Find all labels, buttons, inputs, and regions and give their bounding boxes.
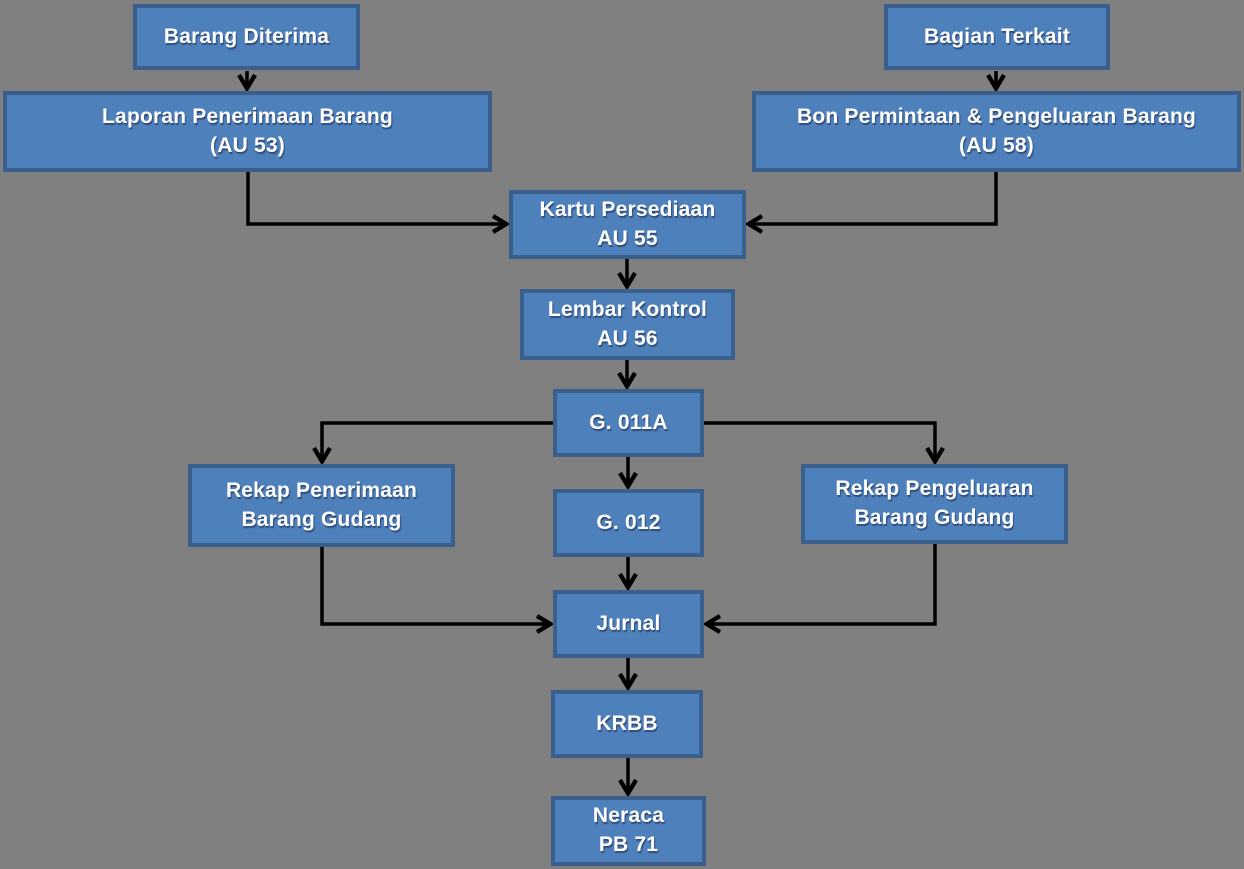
node-bon-permintaan: Bon Permintaan & Pengeluaran Barang (AU … — [752, 91, 1241, 172]
node-barang-diterima-label: Barang Diterima — [163, 24, 330, 48]
edge-rekap-penerimaan-to-jurnal — [320, 547, 549, 624]
node-laporan-penerimaan-label: Laporan Penerimaan Barang — [102, 104, 393, 128]
node-kartu-persediaan-label: Kartu Persediaan — [539, 197, 716, 221]
node-jurnal: Jurnal — [553, 590, 704, 658]
node-bon-permintaan-sublabel: (AU 58) — [959, 133, 1034, 157]
node-bagian-terkait: Bagian Terkait — [884, 4, 1110, 70]
edge-g011a-to-rekap-pengeluaran — [704, 421, 935, 460]
node-lembar-kontrol: Lembar Kontrol AU 56 — [520, 289, 735, 360]
node-rekap-penerimaan-sublabel: Barang Gudang — [241, 507, 402, 531]
node-bon-permintaan-label: Bon Permintaan & Pengeluaran Barang — [796, 104, 1197, 128]
node-g011a: G. 011A — [553, 389, 704, 457]
edge-bon-to-kartu — [750, 172, 998, 224]
node-neraca: Neraca PB 71 — [551, 796, 706, 866]
node-rekap-pengeluaran-sublabel: Barang Gudang — [854, 506, 1015, 529]
node-lembar-kontrol-sublabel: AU 56 — [597, 326, 658, 350]
node-neraca-label: Neraca — [592, 804, 665, 828]
node-kartu-persediaan: Kartu Persediaan AU 55 — [509, 190, 746, 259]
node-krbb: KRBB — [551, 690, 703, 758]
node-laporan-penerimaan-sublabel: (AU 53) — [210, 133, 285, 157]
node-g012-label: G. 012 — [596, 510, 661, 534]
node-g011a-label: G. 011A — [589, 410, 668, 434]
node-barang-diterima: Barang Diterima — [133, 4, 360, 70]
node-jurnal-label: Jurnal — [596, 611, 661, 635]
edge-laporan-to-kartu — [246, 172, 505, 224]
node-rekap-penerimaan-label: Rekap Penerimaan — [225, 478, 418, 502]
node-kartu-persediaan-sublabel: AU 55 — [597, 226, 658, 250]
node-g012: G. 012 — [553, 489, 704, 557]
node-laporan-penerimaan: Laporan Penerimaan Barang (AU 53) — [3, 91, 492, 172]
node-rekap-pengeluaran-label: Rekap Pengeluaran — [835, 477, 1034, 501]
node-bagian-terkait-label: Bagian Terkait — [924, 24, 1070, 48]
node-rekap-pengeluaran: Rekap Pengeluaran Barang Gudang — [801, 464, 1068, 544]
node-rekap-penerimaan: Rekap Penerimaan Barang Gudang — [188, 464, 455, 547]
edge-rekap-pengeluaran-to-jurnal — [708, 544, 937, 624]
node-krbb-label: KRBB — [596, 711, 658, 735]
node-lembar-kontrol-label: Lembar Kontrol — [547, 297, 708, 321]
node-neraca-sublabel: PB 71 — [598, 833, 659, 856]
edge-g011a-to-rekap-penerimaan — [322, 421, 553, 460]
